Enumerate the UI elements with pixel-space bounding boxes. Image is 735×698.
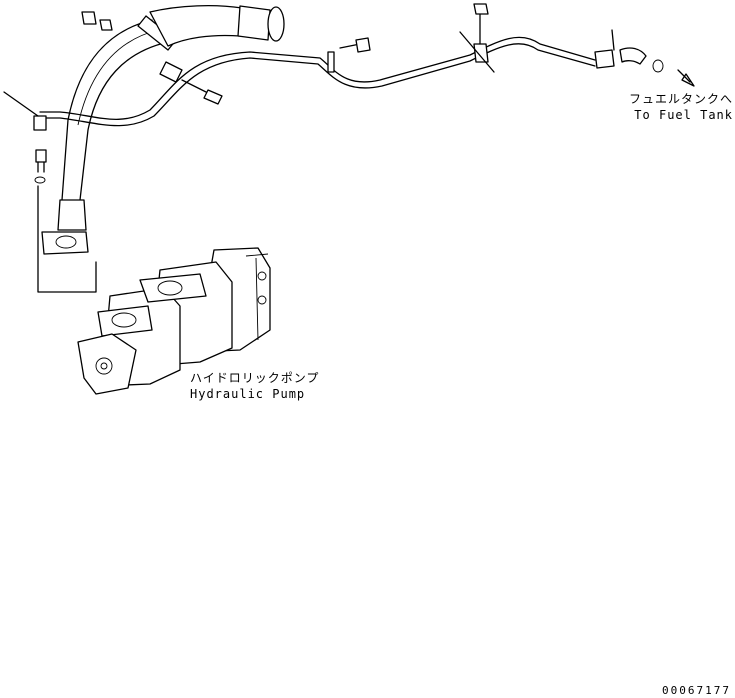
clamps-and-bolts (81, 3, 615, 105)
hydraulic-pump-label: Hydraulic Pump (190, 387, 306, 401)
to-fuel-tank-label: To Fuel Tank (634, 108, 733, 122)
to-fuel-tank-label-jp: フュエルタンクへ (628, 92, 733, 106)
left-fittings (3, 91, 97, 293)
suction-hose (41, 5, 285, 255)
hydraulic-pump (77, 247, 271, 395)
tank-return-tube (39, 36, 695, 127)
drawing-code: 00067177 (662, 684, 731, 697)
hydraulic-pump-label-jp: ハイドロリックポンプ (190, 371, 320, 385)
